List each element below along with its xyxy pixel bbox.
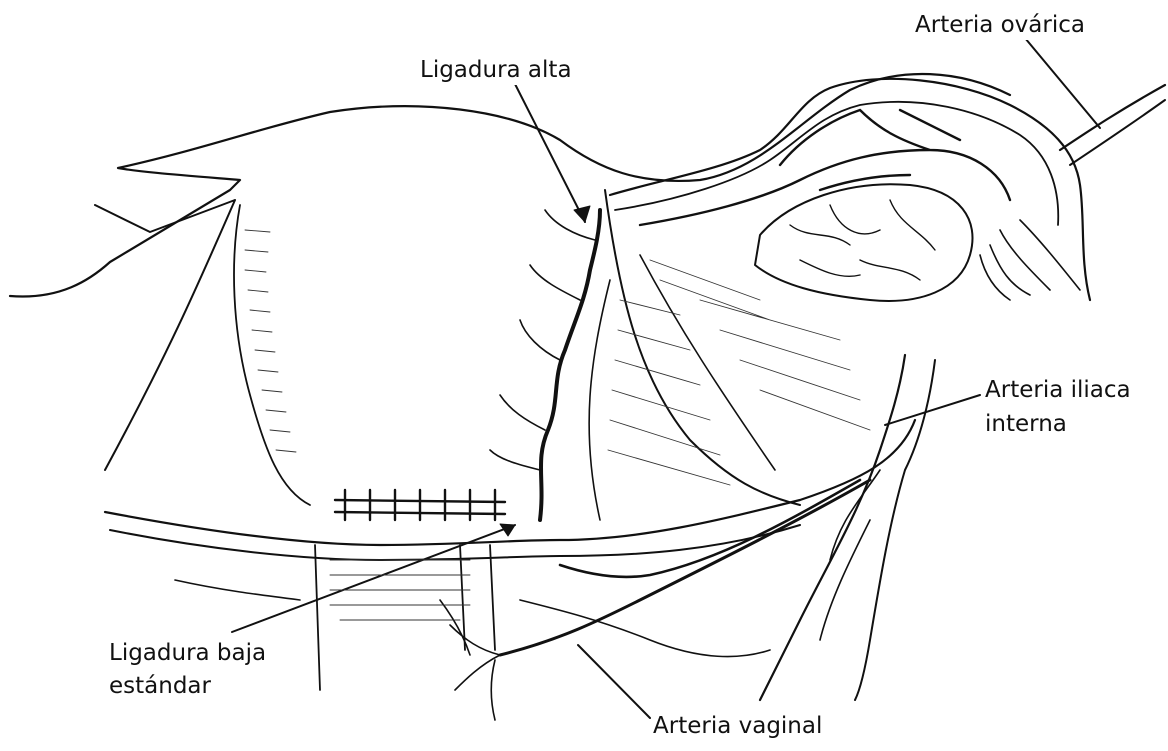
vaginal-vessel-tree xyxy=(440,600,500,720)
uterus-left-curve xyxy=(95,200,235,470)
fallopian-tube xyxy=(610,79,1090,300)
suture-stitches xyxy=(345,490,495,520)
uterine-artery xyxy=(540,210,600,520)
label-arteria-vaginal: Arteria vaginal xyxy=(652,711,823,741)
label-ligadura-alta: Ligadura alta xyxy=(419,55,573,85)
label-arteria-iliaca-interna: interna xyxy=(984,409,1068,439)
broad-ligament-lower xyxy=(589,280,610,520)
ovary-outline xyxy=(755,184,973,301)
hatching-left xyxy=(245,230,296,452)
internal-iliac-artery-2 xyxy=(855,360,935,700)
broad-ligament-inner xyxy=(640,255,775,470)
ovarian-artery xyxy=(1060,85,1165,150)
iliac-branches xyxy=(820,470,880,640)
fimbriae xyxy=(980,220,1080,300)
pointer-vaginal xyxy=(578,645,650,718)
uterine-artery-branches xyxy=(490,210,595,470)
label-arteria-ovarica: Arteria ovárica xyxy=(914,10,1086,40)
pointer-ovarica xyxy=(1025,38,1100,128)
pointer-baja xyxy=(232,525,515,632)
label-ligadura-baja-estandar: estándar xyxy=(108,671,212,701)
arrowhead-alta xyxy=(574,206,590,222)
uterus-outline xyxy=(10,74,1010,297)
label-ligadura-baja: Ligadura baja xyxy=(108,638,267,668)
ovary-vessels xyxy=(790,200,935,280)
pointer-iliaca xyxy=(885,395,980,425)
pointer-alta xyxy=(515,84,585,222)
tubal-vessels xyxy=(640,110,1010,225)
label-arteria-iliaca: Arteria iliaca xyxy=(984,375,1132,405)
